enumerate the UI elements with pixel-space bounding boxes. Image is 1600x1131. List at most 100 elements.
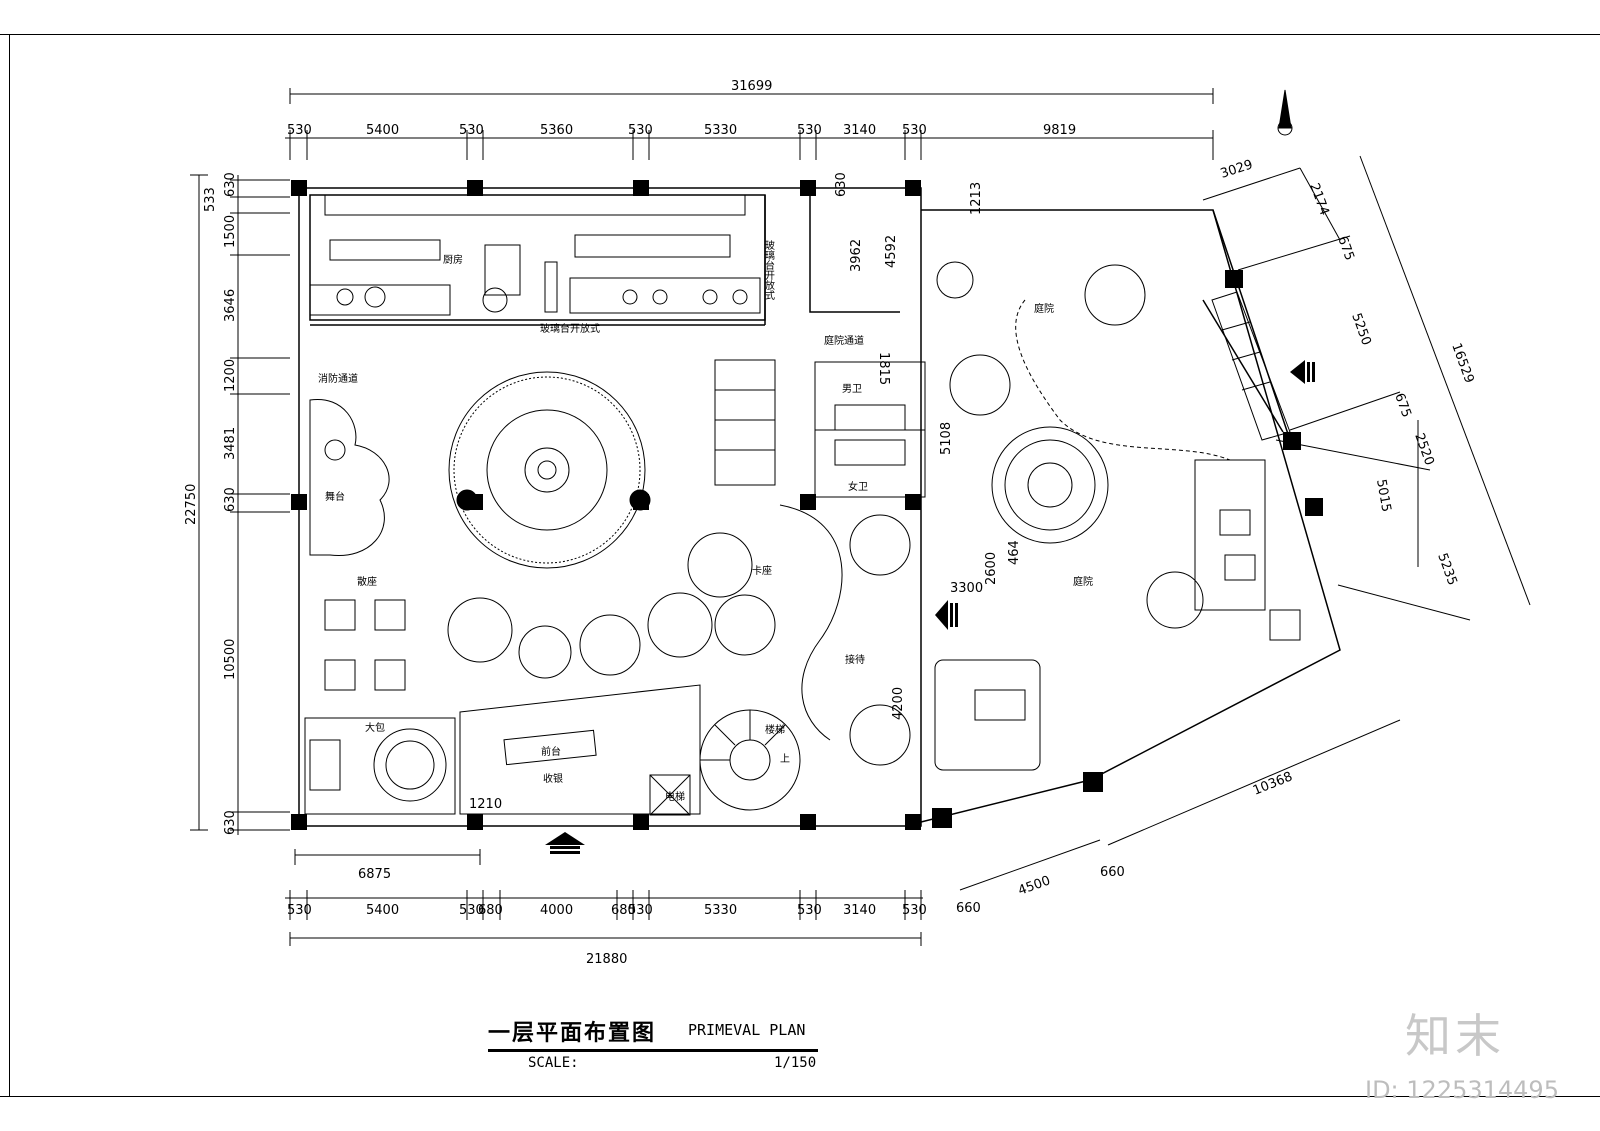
entrance-arrows [545,360,1315,854]
dim-top-6: 5330 [704,123,737,138]
spiral-staircase [699,709,801,811]
dim-bottom-4: 680 [478,903,503,918]
dim-right-5235: 5235 [1434,551,1459,587]
room-loose-seat: 散座 [357,575,377,588]
dim-left-4: 3646 [223,289,238,322]
column-round-left [456,489,478,511]
room-front-desk: 前台 [541,745,561,758]
dim-top-9: 530 [902,123,927,138]
dim-top-2: 5400 [366,123,399,138]
drawing-frame-bottom [0,1096,1600,1097]
room-garden-passage: 庭院通道 [824,334,864,347]
circular-dining-area [448,371,646,569]
dim-right-5250: 5250 [1348,311,1373,347]
dim-top-5: 530 [628,123,653,138]
room-glass-open-bottom: 玻璃台开放式 [540,322,600,335]
dim-bottom-11: 530 [902,903,927,918]
dim-bottom-9: 530 [797,903,822,918]
elevator-shaft [649,774,691,816]
dim-mid-2600: 2600 [984,552,999,585]
dim-left-1: 630 [223,172,238,197]
right-dimension-lines [959,155,1531,891]
drawing-frame-top [0,34,1600,35]
garden-landscape [934,261,1301,771]
stage-prop [324,439,346,461]
scale-value: 1/150 [774,1055,817,1071]
dim-mid-1213: 1213 [969,182,984,215]
room-cashier: 收银 [543,772,563,785]
restroom-block [714,359,926,498]
room-glass-open-side: 玻璃台开放式 [763,239,775,300]
dim-mid-464: 464 [1007,540,1022,565]
dim-right-2174: 2174 [1306,181,1331,217]
dim-right-675b: 675 [1391,391,1414,419]
dim-right-16529: 16529 [1448,341,1476,385]
kitchen-equipment [309,194,761,316]
building-walls [298,187,1341,827]
dim-left-6: 3481 [223,427,238,460]
room-men-wc: 男卫 [842,383,862,395]
dim-bottom-7: 530 [628,903,653,918]
structural-columns [291,180,1323,830]
room-stairs-up: 上 [780,753,790,765]
watermark-id: ID: 1225314495 [1365,1076,1559,1104]
dim-bottom-1: 530 [287,903,312,918]
room-elevator: 电梯 [665,790,685,803]
room-kitchen: 厨房 [443,253,463,266]
dim-left-7: 630 [223,487,238,512]
dim-left-5: 1200 [223,359,238,392]
bottom-dimension-lines [285,849,923,946]
dim-right-660b: 660 [956,901,981,916]
dim-bottom-3: 530 [459,903,484,918]
dim-mid-5108: 5108 [939,422,954,455]
dim-bottom-2: 5400 [366,903,399,918]
dim-right-675a: 675 [1334,234,1357,262]
title-underline [488,1049,818,1052]
dim-left-3: 1500 [223,215,238,248]
scale-label: SCALE: [528,1055,579,1071]
room-stage: 舞台 [325,490,345,503]
dim-bottom-6: 680 [611,903,636,918]
booth-umbrellas [447,514,911,766]
dim-bottom-5: 4000 [540,903,573,918]
watermark-logo: 知末 [1405,1009,1505,1063]
dim-bottom-8: 5330 [704,903,737,918]
room-booth: 卡座 [752,564,772,577]
dim-right-3029: 3029 [1219,157,1255,181]
room-reception: 接待 [845,653,865,666]
dim-mid-630: 630 [834,172,849,197]
dim-top-1: 530 [287,123,312,138]
dim-right-4500: 4500 [1016,873,1052,898]
dim-mid-1815: 1815 [876,352,891,385]
dim-left-8: 10500 [223,639,238,680]
dim-right-660a: 660 [1100,865,1125,880]
dim-bottom-1210: 1210 [469,797,502,812]
top-dimension-lines [285,88,1214,160]
room-garden-north: 庭院 [1034,302,1054,315]
dim-top-8: 3140 [843,123,876,138]
plan-title-en: PRIMEVAL PLAN [688,1021,806,1039]
drawing-frame-left [9,34,10,1096]
dim-bottom-10: 3140 [843,903,876,918]
room-women-wc: 女卫 [848,480,868,493]
dim-right-10368: 10368 [1251,769,1295,798]
dim-left-9: 630 [223,810,238,835]
dim-top-total: 31699 [731,79,772,94]
plan-title: 一层平面布置图 [488,1021,657,1046]
dim-mid-3300: 3300 [950,581,983,596]
dim-mid-4592: 4592 [884,235,899,268]
dim-bottom-6875: 6875 [358,867,391,882]
dim-left-total: 22750 [184,484,199,525]
dim-top-4: 5360 [540,123,573,138]
dim-left-2: 533 [203,187,218,212]
reception-curve [779,504,843,741]
column-round-right [629,489,651,511]
north-arrow-icon [1277,89,1293,136]
dim-mid-3962: 3962 [849,239,864,272]
room-big-private: 大包 [365,721,385,734]
room-stairs: 楼梯 [765,723,785,736]
dim-top-10: 9819 [1043,123,1076,138]
dim-top-3: 530 [459,123,484,138]
room-garden-south: 庭院 [1073,575,1093,588]
front-desk [459,684,701,815]
